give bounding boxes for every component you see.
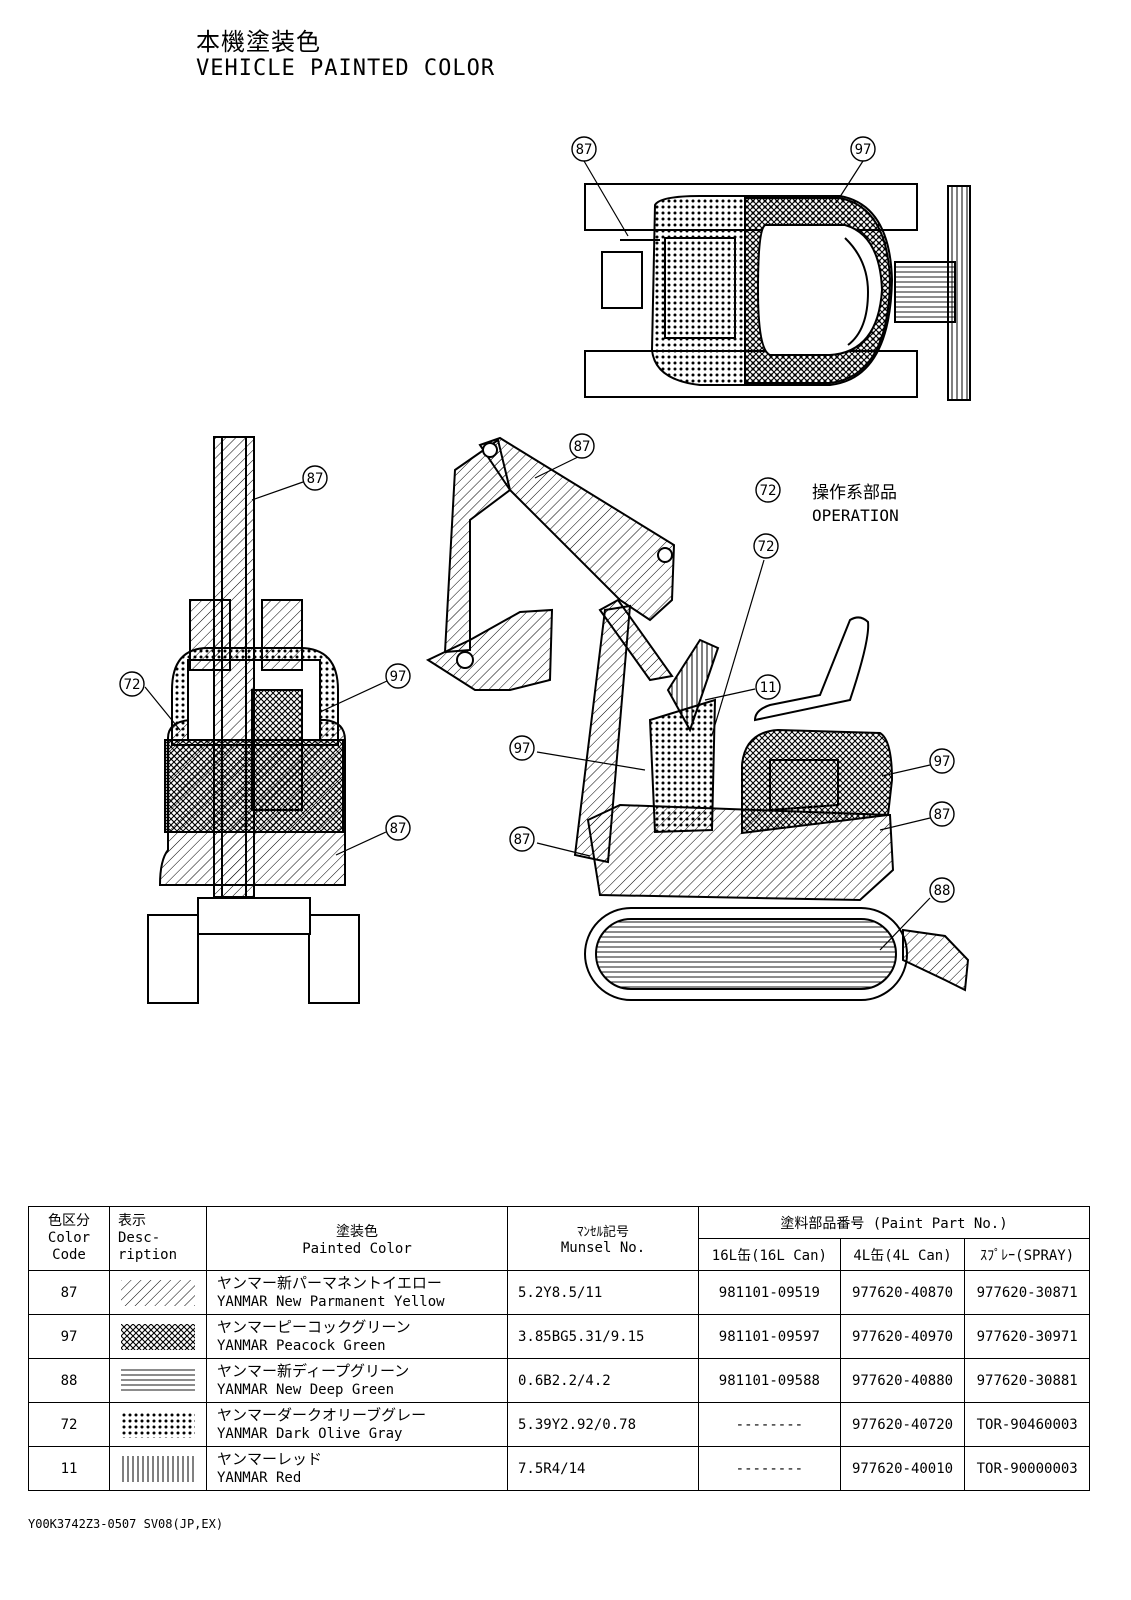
svg-text:97: 97 [390,669,407,685]
header-16l-can: 16L缶(16L Can) [698,1238,841,1271]
cell-code: 97 [28,1314,110,1359]
svg-text:97: 97 [934,754,951,770]
pattern-dots-swatch [109,1402,207,1447]
cell-munsell: 3.85BG5.31/9.15 [507,1314,699,1359]
cell-4l: 977620-40870 [839,1270,966,1315]
cell-spray: 977620-30871 [964,1270,1090,1315]
operation-label-japanese: 操作系部品 [812,483,897,503]
header-spray: ｽﾌﾟﾚｰ(SPRAY) [964,1238,1090,1271]
svg-text:87: 87 [574,439,591,455]
callout-97-side-left: 97 [509,735,535,761]
svg-text:87: 87 [307,471,324,487]
pattern-vertical-swatch [109,1446,207,1491]
svg-text:97: 97 [514,741,531,757]
svg-text:87: 87 [514,832,531,848]
cell-munsell: 5.2Y8.5/11 [507,1270,699,1315]
callout-87-side-left: 87 [509,826,535,852]
header-paint-part-no: 塗料部品番号 (Paint Part No.) [698,1206,1090,1239]
cell-munsell: 5.39Y2.92/0.78 [507,1402,699,1447]
callout-87-top-left: 87 [571,136,597,162]
svg-text:87: 87 [576,142,593,158]
pattern-horizontal-swatch [109,1358,207,1403]
svg-text:87: 87 [934,807,951,823]
top-view [584,183,971,401]
callout-72-side: 72 [753,533,779,559]
svg-text:88: 88 [934,883,951,899]
cell-16l: -------- [698,1446,841,1491]
callout-11-side: 11 [755,674,781,700]
title-japanese: 本機塗装色 [196,28,321,56]
paint-color-table: 色区分 Color Code 表示 Desc- ription 塗装色 Pain… [28,1206,1090,1491]
cell-code: 88 [28,1358,110,1403]
header-painted-color: 塗装色 Painted Color [206,1206,508,1271]
cell-spray: 977620-30881 [964,1358,1090,1403]
header-munsell: ﾏﾝｾﾙ記号 Munsel No. [507,1206,699,1271]
cell-16l: 981101-09597 [698,1314,841,1359]
cell-16l: 981101-09588 [698,1358,841,1403]
cell-4l: 977620-40720 [839,1402,966,1447]
pattern-crosshatch-swatch [109,1314,207,1359]
pattern-diagonal-swatch [109,1270,207,1315]
callout-88-side-track: 88 [929,877,955,903]
front-view [147,436,360,1004]
cell-munsell: 7.5R4/14 [507,1446,699,1491]
svg-text:11: 11 [760,680,777,696]
cell-4l: 977620-40970 [839,1314,966,1359]
title-english: VEHICLE PAINTED COLOR [196,56,496,81]
document-footer: Y00K3742Z3-0507 SV08(JP,EX) [28,1517,224,1531]
cell-spray: TOR-90000003 [964,1446,1090,1491]
operation-label-english: OPERATION [812,506,899,525]
svg-text:97: 97 [855,142,872,158]
callout-87-side-right: 87 [929,801,955,827]
cell-code: 72 [28,1402,110,1447]
callout-72-operation-legend: 72 [755,477,781,503]
header-color-code: 色区分 Color Code [28,1206,110,1271]
cell-code: 87 [28,1270,110,1315]
cell-spray: 977620-30971 [964,1314,1090,1359]
header-4l-can: 4L缶(4L Can) [839,1238,966,1271]
cell-4l: 977620-40010 [839,1446,966,1491]
cell-16l: 981101-09519 [698,1270,841,1315]
callout-87-front-lower: 87 [385,815,411,841]
cell-code: 11 [28,1446,110,1491]
header-description: 表示 Desc- ription [109,1206,207,1271]
cell-munsell: 0.6B2.2/4.2 [507,1358,699,1403]
leader-lines [144,160,931,951]
svg-text:87: 87 [390,821,407,837]
callout-87-front-boom: 87 [302,465,328,491]
callout-97-top-right: 97 [850,136,876,162]
callout-72-front: 72 [119,671,145,697]
cell-spray: TOR-90460003 [964,1402,1090,1447]
callout-87-side-boom: 87 [569,433,595,459]
svg-text:72: 72 [760,483,777,499]
side-view [425,436,970,1001]
svg-text:72: 72 [758,539,775,555]
cell-4l: 977620-40880 [839,1358,966,1403]
callout-97-front: 97 [385,663,411,689]
cell-16l: -------- [698,1402,841,1447]
svg-text:72: 72 [124,677,141,693]
callout-97-side-right: 97 [929,748,955,774]
excavator-drawing: 87 97 87 97 72 87 87 72 11 97 87 97 87 8… [119,136,971,1004]
